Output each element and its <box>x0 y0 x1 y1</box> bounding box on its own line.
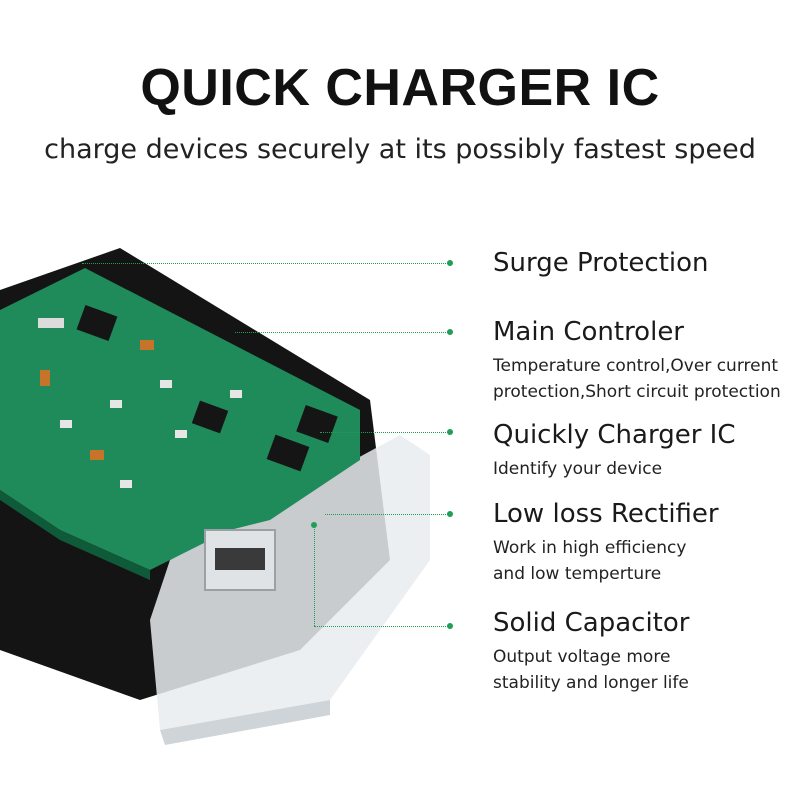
feature-desc: Temperature control,Over current protect… <box>493 353 793 405</box>
feature-name: Quickly Charger IC <box>493 420 736 450</box>
connector <box>38 318 64 328</box>
resistor <box>60 420 72 428</box>
feature-desc-line: Temperature control,Over current <box>493 356 779 376</box>
pointer-dot <box>447 511 453 517</box>
leader-line <box>235 332 450 333</box>
feature-desc-line: Work in high efficiency <box>493 538 687 558</box>
resistor <box>120 480 132 488</box>
capacitor <box>90 450 104 460</box>
charger-illustration <box>0 248 430 745</box>
chip-rectifier <box>266 434 310 472</box>
leader-line <box>314 626 450 627</box>
leader-line <box>325 514 450 515</box>
pointer-dot <box>311 522 317 528</box>
leader-line <box>320 432 450 433</box>
capacitor <box>40 370 50 386</box>
feature-solid-capacitor: Solid Capacitor Output voltage more stab… <box>493 608 793 696</box>
feature-surge-protection: Surge Protection <box>493 248 793 278</box>
resistor <box>230 390 242 398</box>
feature-desc-line: stability and longer life <box>493 673 689 693</box>
feature-desc-line: Identify your device <box>493 459 663 479</box>
feature-main-controller: Main Controler Temperature control,Over … <box>493 317 793 405</box>
pointer-dot <box>447 329 453 335</box>
feature-quick-charger-ic: Quickly Charger IC Identify your device <box>493 420 793 482</box>
cover-edge <box>160 700 330 745</box>
feature-desc-line: Output voltage more <box>493 647 671 667</box>
chip-surge <box>76 304 118 342</box>
leader-line <box>82 263 450 264</box>
feature-desc: Output voltage more stability and longer… <box>493 644 793 696</box>
feature-desc: Work in high efficiency and low tempertu… <box>493 535 793 587</box>
feature-low-loss-rectifier: Low loss Rectifier Work in high efficien… <box>493 499 793 587</box>
page-subtitle: charge devices securely at its possibly … <box>44 134 756 165</box>
feature-name: Surge Protection <box>493 248 709 278</box>
feature-name: Low loss Rectifier <box>493 499 719 529</box>
pcb-edge <box>0 490 150 580</box>
resistor <box>175 430 187 438</box>
page-title: QUICK CHARGER IC <box>140 59 660 117</box>
feature-name: Solid Capacitor <box>493 608 690 638</box>
capacitor <box>140 340 154 350</box>
usb-port-slot <box>215 548 265 570</box>
charger-pcb-illustration <box>0 230 470 750</box>
feature-desc-line: protection,Short circuit protection <box>493 382 781 402</box>
pcb-board <box>0 268 360 570</box>
resistor <box>160 380 172 388</box>
resistor <box>110 400 122 408</box>
chip-controller <box>191 400 229 434</box>
feature-name: Main Controler <box>493 317 685 347</box>
pointer-dot <box>447 260 453 266</box>
feature-desc: Identify your device <box>493 456 793 482</box>
translucent-cover <box>150 435 430 730</box>
feature-desc-line: and low temperture <box>493 564 662 584</box>
pointer-dot <box>447 429 453 435</box>
pointer-dot <box>447 623 453 629</box>
leader-line <box>314 525 315 626</box>
chip-quick-charge <box>296 405 338 443</box>
